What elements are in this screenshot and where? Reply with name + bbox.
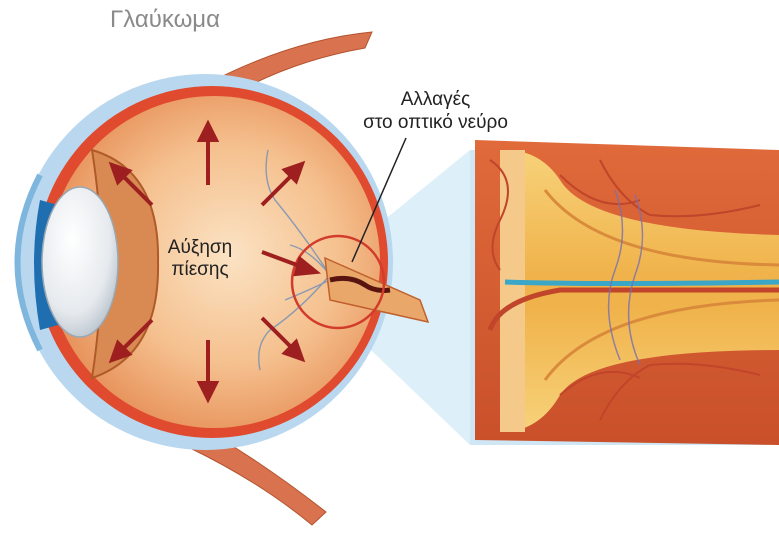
optic-nerve-label: Αλλαγές στο οπτικό νεύρο: [328, 88, 543, 134]
pressure-label: Αύξηση πίεσης: [150, 237, 250, 281]
optic-label-line1: Αλλαγές: [328, 88, 543, 111]
diagram-title: Γλαύκωμα: [110, 6, 220, 34]
optic-label-line2: στο οπτικό νεύρο: [328, 111, 543, 134]
optic-nerve-crosssection: [470, 140, 779, 445]
pressure-label-line1: Αύξηση: [150, 237, 250, 259]
pressure-label-line2: πίεσης: [150, 259, 250, 281]
lens: [42, 187, 118, 337]
